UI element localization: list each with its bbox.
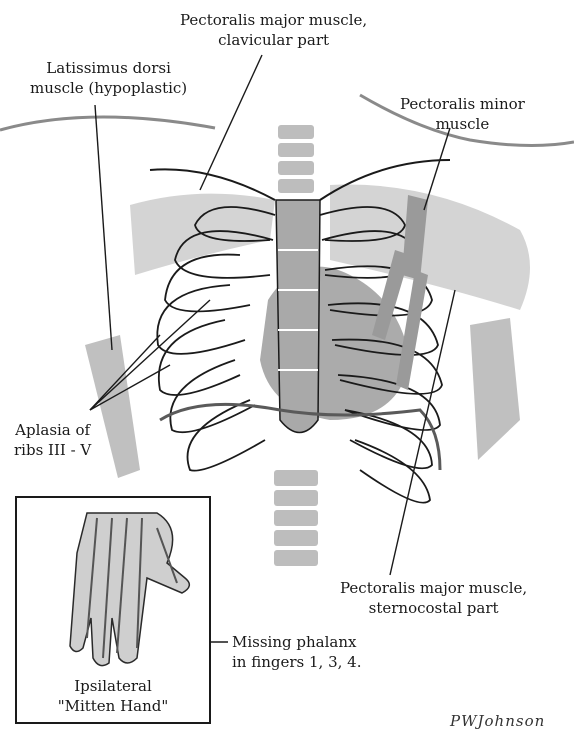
label-pec-minor-line2: muscle — [400, 114, 525, 134]
artist-signature: PWJohnson — [450, 712, 545, 730]
hand-drawing — [17, 498, 209, 678]
label-latissimus: Latissimus dorsi muscle (hypoplastic) — [30, 58, 187, 98]
latissimus-right — [470, 318, 520, 460]
label-latissimus-line2: muscle (hypoplastic) — [30, 78, 187, 98]
label-aplasia: Aplasia of ribs III - V — [14, 420, 91, 460]
mitten-hand-inset: Ipsilateral "Mitten Hand" — [15, 496, 211, 724]
inset-caption: Ipsilateral "Mitten Hand" — [17, 676, 209, 716]
label-missing-phalanx-line1: Missing phalanx — [232, 632, 361, 652]
label-pec-major-clavicular-line2: clavicular part — [180, 30, 367, 50]
label-latissimus-line1: Latissimus dorsi — [30, 58, 187, 78]
label-pec-major-clavicular: Pectoralis major muscle, clavicular part — [180, 10, 367, 50]
label-pec-minor-line1: Pectoralis minor — [400, 94, 525, 114]
label-missing-phalanx: Missing phalanx in fingers 1, 3, 4. — [232, 632, 361, 672]
label-pec-major-sternocostal: Pectoralis major muscle, sternocostal pa… — [340, 578, 527, 618]
inset-caption-line1: Ipsilateral — [17, 676, 209, 696]
label-pec-major-sternocostal-line2: sternocostal part — [340, 598, 527, 618]
hand-outline — [70, 513, 189, 666]
label-pec-major-clavicular-line1: Pectoralis major muscle, — [180, 10, 367, 30]
label-pec-minor: Pectoralis minor muscle — [400, 94, 525, 134]
label-pec-major-sternocostal-line1: Pectoralis major muscle, — [340, 578, 527, 598]
sternum — [276, 200, 320, 433]
left-shoulder-outline — [0, 117, 215, 130]
label-aplasia-line2: ribs III - V — [14, 440, 91, 460]
label-missing-phalanx-line2: in fingers 1, 3, 4. — [232, 652, 361, 672]
inset-caption-line2: "Mitten Hand" — [17, 696, 209, 716]
label-aplasia-line1: Aplasia of — [14, 420, 91, 440]
